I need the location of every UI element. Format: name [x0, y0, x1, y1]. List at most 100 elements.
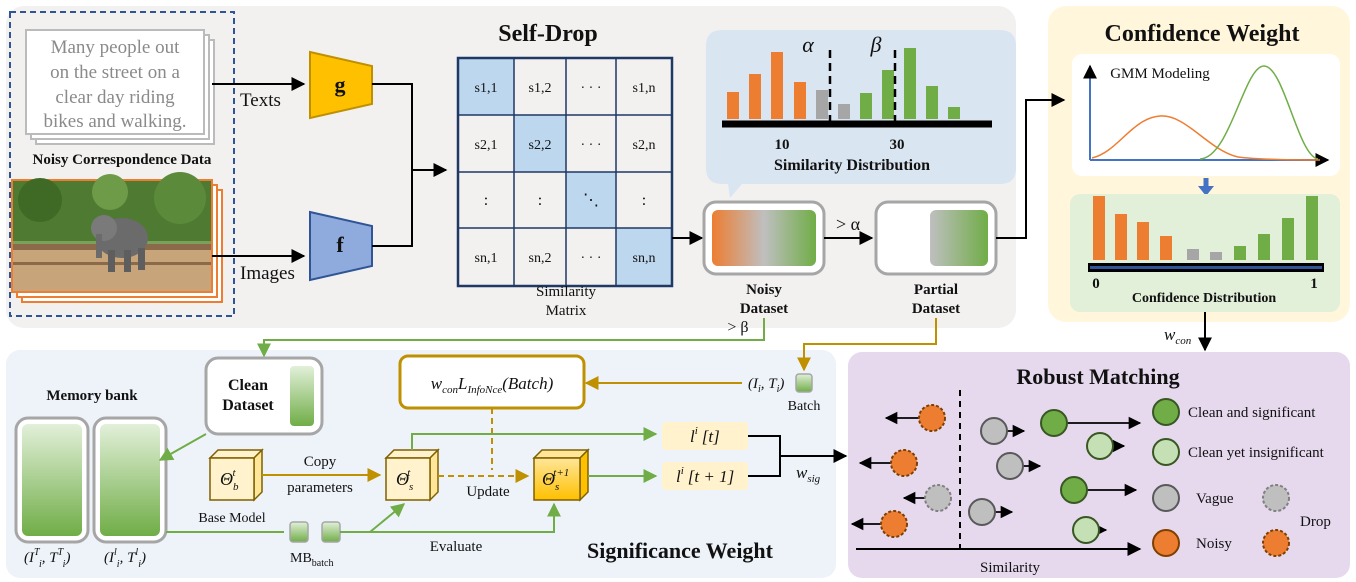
caption-card: [25, 29, 205, 135]
copy-label-1: Copy: [304, 454, 337, 470]
caption-line-1: Many people out: [51, 37, 180, 58]
significance-title: Significance Weight: [587, 538, 774, 563]
theta-s-label-sup: t: [407, 467, 411, 479]
cell-1-1: s1,1: [475, 81, 498, 96]
f-to-matrix: [372, 170, 413, 247]
memory-bank-label: Memory bank: [46, 388, 138, 404]
legend-clean-sig-marker: [1152, 398, 1180, 426]
noisy-dataset-label-2: Dataset: [740, 301, 788, 317]
axis-0: 0: [1092, 276, 1100, 292]
partial-dataset-label-2: Dataset: [912, 301, 960, 317]
encoder-g-label: g: [335, 72, 346, 97]
similarity-axis-label: Similarity: [980, 560, 1041, 576]
self-drop-title: Self-Drop: [498, 21, 598, 47]
clean-insig-point-2: [1072, 516, 1100, 544]
cell-3-2: :: [538, 192, 542, 209]
loss-label: wconLInfoNce(Batch): [431, 374, 554, 396]
cell-2-1: s2,1: [475, 138, 498, 153]
cell-n-n: sn,n: [633, 251, 656, 266]
gt-beta-label: > β: [727, 319, 748, 336]
theta-s1-label: Θst+1: [542, 467, 569, 493]
theta-b-label: Θbt: [220, 467, 239, 493]
wsig-label: wsig: [796, 463, 821, 485]
partial-to-confidence: [996, 93, 1066, 239]
legend-vague-marker: [1152, 484, 1180, 512]
noisy-data-box: [9, 11, 235, 317]
tick-30: 30: [890, 137, 905, 153]
drop-noisy-point-2: [890, 449, 918, 477]
pair-label: (Ii, Ti): [748, 376, 784, 395]
partial-dataset-label-1: Partial: [914, 282, 958, 298]
g-to-matrix: [372, 83, 448, 177]
clean-insig-point-1: [1086, 432, 1114, 460]
similarity-histogram: [727, 48, 960, 119]
clean-dataset-label-2: Dataset: [222, 397, 274, 414]
clean-sig-point-2: [1060, 476, 1088, 504]
legend-drop-vague-marker: [1262, 484, 1290, 512]
student-cube-t1: [532, 448, 590, 502]
caption-line-3: clear day riding: [55, 87, 175, 108]
clean-dataset-label-1: Clean: [228, 377, 268, 394]
encoder-f-label: f: [336, 232, 344, 257]
lt1-label: li[t + 1]: [676, 465, 734, 486]
cell-3-n: :: [642, 192, 646, 209]
drop-noisy-point-1: [918, 404, 946, 432]
lt1-box: [662, 462, 748, 490]
axis-1: 1: [1310, 276, 1318, 292]
update-label: Update: [466, 484, 510, 500]
caption-line-2: on the street on a: [50, 62, 180, 83]
cell-n-2: sn,2: [529, 251, 552, 266]
legend-noisy-label: Noisy: [1196, 536, 1232, 552]
cell-2-3: · · ·: [581, 138, 602, 153]
cell-n-3: · · ·: [581, 251, 602, 266]
wcon-label: wcon: [1164, 325, 1192, 347]
theta-s-to-lt: [411, 427, 658, 450]
gmm-panel: [1072, 54, 1340, 176]
alpha-label: α: [802, 32, 814, 57]
image-encoder-f: [309, 210, 373, 282]
confidence-dist-label: Confidence Distribution: [1132, 291, 1277, 306]
gmm-chart: [1083, 64, 1330, 167]
gt-alpha-label: > α: [836, 214, 861, 234]
base-model-cube: [208, 448, 264, 502]
legend-clean-insig-label: Clean yet insignificant: [1188, 445, 1325, 461]
student-cube-t: [384, 448, 440, 502]
gt-beta-arrow: [257, 318, 765, 358]
loss-box: [398, 354, 586, 410]
cell-1-n: s1,n: [633, 81, 656, 96]
legend-drop-label: Drop: [1300, 514, 1331, 530]
noisy-data-label: Noisy Correspondence Data: [33, 152, 212, 168]
mb-batch-label: MBbatch: [290, 551, 333, 569]
caption-line-4: bikes and walking.: [43, 111, 186, 132]
beta-label: β: [870, 32, 882, 57]
vague-point-2: [996, 452, 1024, 480]
partial-to-batch: [797, 318, 937, 372]
legend-vague-label: Vague: [1196, 491, 1234, 507]
confidence-histogram: [1093, 196, 1318, 260]
mb-batch-icon-1: [289, 521, 309, 543]
drop-vague-point: [924, 484, 952, 512]
matrix-label-1: Similarity: [536, 284, 597, 300]
legend-clean-insig-marker: [1152, 438, 1180, 466]
theta-s-label: Θst: [396, 467, 413, 493]
legend-noisy-marker: [1152, 529, 1180, 557]
lt-box: [662, 422, 748, 450]
cell-3-3: ⋱: [583, 192, 599, 209]
elephant-photo: [11, 172, 213, 293]
base-model-label: Base Model: [198, 511, 265, 526]
legend-clean-sig-label: Clean and significant: [1188, 405, 1316, 421]
tick-10: 10: [775, 137, 790, 153]
theta-s1-label-sup: t+1: [553, 467, 569, 479]
cell-2-n: s2,n: [633, 138, 656, 153]
cell-2-2: s2,2: [529, 138, 552, 153]
lt1-label-sup: i: [681, 465, 684, 477]
matrix-label-2: Matrix: [546, 303, 587, 319]
texts-label: Texts: [240, 90, 281, 111]
lt-label: li[t]: [690, 425, 720, 446]
gmm-label: GMM Modeling: [1110, 66, 1210, 82]
robust-title: Robust Matching: [1016, 364, 1179, 389]
copy-label-2: parameters: [287, 480, 353, 496]
images-label: Images: [240, 263, 295, 284]
evaluate-label: Evaluate: [430, 539, 483, 555]
